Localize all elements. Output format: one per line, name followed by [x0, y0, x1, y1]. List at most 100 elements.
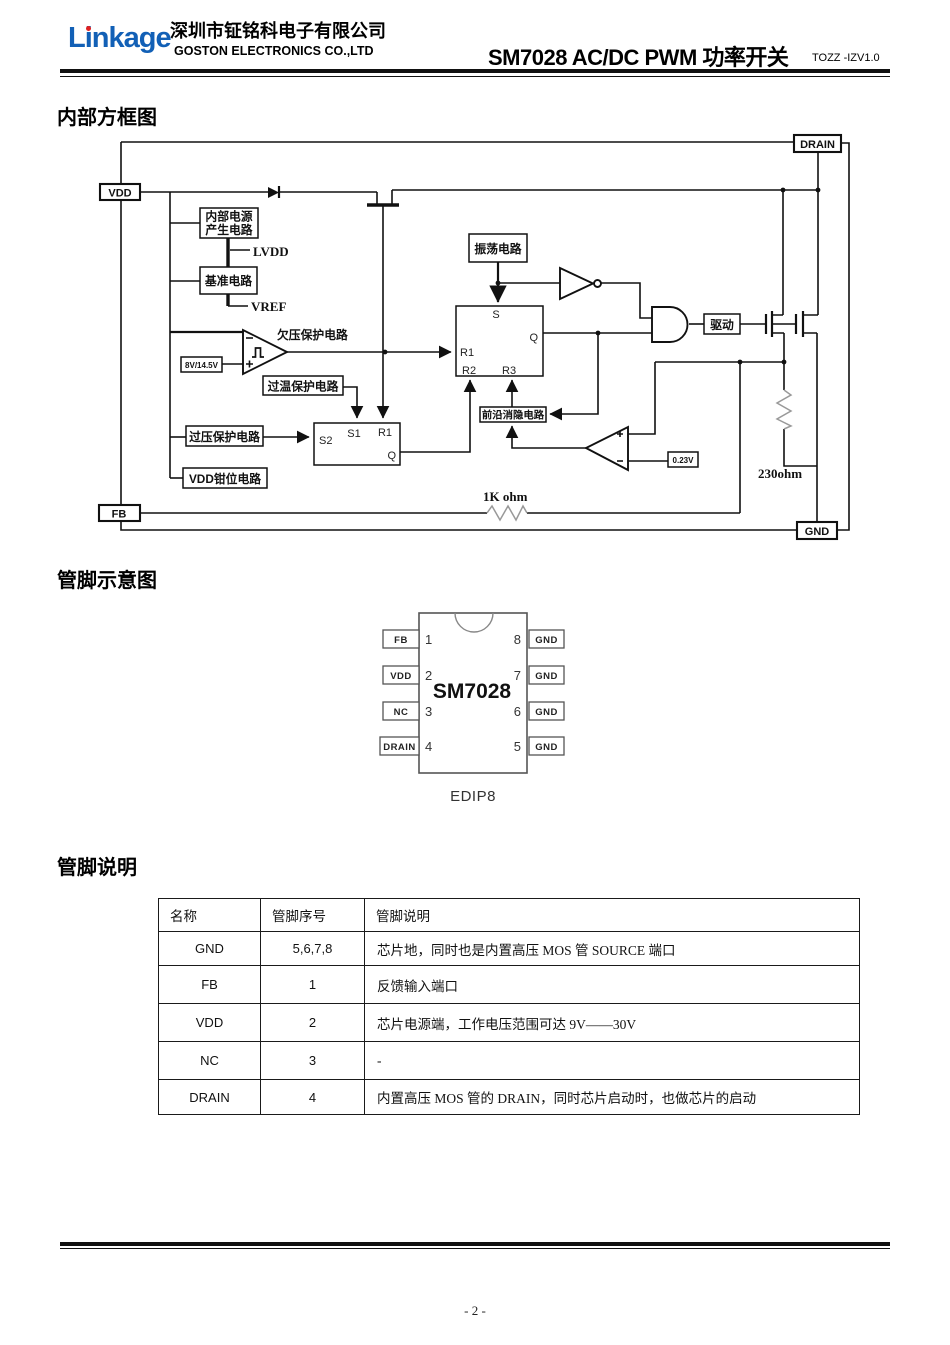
port-vdd: VDD — [98, 182, 142, 202]
uvlo-label: 欠压保护电路 — [277, 328, 348, 342]
uvlo-threshold-label: 8V/14.5V — [185, 361, 219, 370]
latch-main: S Q R1 R2 R3 — [455, 305, 544, 377]
driver-label: 驱动 — [710, 318, 734, 332]
logo-red-dot-icon — [86, 26, 91, 31]
port-drain-label: DRAIN — [800, 139, 835, 151]
pin-desc: 反馈输入端口 — [364, 965, 860, 1004]
pin-description-table: 名称 管脚序号 管脚说明 GND 5,6,7,8 芯片地，同时也是内置高压 MO… — [158, 898, 860, 1115]
pin-label: GND — [535, 707, 558, 718]
block-vdd-clamp: VDD钳位电路 — [182, 467, 268, 489]
table-row: NC 3 - — [158, 1041, 860, 1080]
pin-left-2: VDD 2 — [382, 665, 432, 685]
pin-numbers: 5,6,7,8 — [260, 931, 365, 966]
diode — [268, 186, 281, 198]
lvdd-label: LVDD — [253, 244, 289, 259]
pin-left-1: FB 1 — [382, 629, 432, 649]
company-name-en: GOSTON ELECTRONICS CO.,LTD — [174, 44, 374, 58]
latch-prot-q: Q — [387, 450, 396, 462]
pin-numbers: 4 — [260, 1079, 365, 1115]
reference-label: 基准电路 — [204, 274, 252, 288]
otp-label: 过温保护电路 — [268, 380, 339, 394]
latch-prot-r1: R1 — [378, 427, 392, 439]
pin-number: 2 — [425, 668, 432, 683]
port-gnd: GND — [795, 520, 839, 541]
latch-main-r2: R2 — [462, 365, 476, 377]
section-pinout-heading: 管脚示意图 — [57, 570, 157, 592]
hysteresis-icon — [252, 347, 264, 358]
pin-left-4: DRAIN 4 — [379, 736, 432, 756]
leb-label: 前沿消隐电路 — [482, 409, 545, 422]
pin-number: 4 — [425, 739, 432, 754]
package-name: EDIP8 — [450, 788, 496, 805]
pin-label: NC — [394, 707, 409, 718]
pinout-diagram: SM7028 FB 1 VDD 2 NC 3 DRAIN 4 — [379, 612, 565, 805]
pin-numbers: 3 — [260, 1041, 365, 1080]
block-ovp: 过压保护电路 — [185, 425, 264, 447]
table-row: VDD 2 芯片电源端，工作电压范围可达 9V——30V — [158, 1003, 860, 1042]
pin-number: 6 — [514, 704, 521, 719]
table-row: FB 1 反馈输入端口 — [158, 965, 860, 1004]
pin-numbers: 2 — [260, 1003, 365, 1042]
current-sense-comparator — [583, 425, 629, 472]
section-block-diagram-heading: 内部方框图 — [57, 107, 157, 129]
latch-prot-s1: S1 — [347, 428, 360, 440]
table-row: DRAIN 4 内置高压 MOS 管的 DRAIN，同时芯片启动时，也做芯片的启… — [158, 1079, 860, 1115]
port-fb-label: FB — [112, 509, 127, 521]
pin-label: DRAIN — [383, 742, 416, 753]
pin-number: 7 — [514, 668, 521, 683]
col-header-pin: 管脚序号 — [260, 898, 365, 932]
cs-ref-label: 0.23V — [673, 456, 695, 465]
vref-label: VREF — [251, 299, 286, 314]
latch-main-s: S — [492, 309, 499, 321]
block-otp: 过温保护电路 — [262, 375, 344, 396]
pin-label: GND — [535, 742, 558, 753]
latch-prot-s2: S2 — [319, 435, 332, 447]
vdd-clamp-label: VDD钳位电路 — [189, 472, 261, 486]
footer-rule-thin — [60, 1247, 890, 1249]
r-fb-label: 1K ohm — [483, 489, 528, 504]
package-outline — [418, 612, 528, 774]
port-vdd-label: VDD — [108, 188, 131, 200]
signal-arrows — [263, 206, 599, 453]
block-internal-power: 内部电源 产生电路 — [199, 207, 259, 239]
col-header-name: 名称 — [158, 898, 261, 932]
internal-power-label-2: 产生电路 — [205, 223, 252, 237]
pin-number: 1 — [425, 632, 432, 647]
wires — [120, 141, 850, 531]
pin-numbers: 1 — [260, 965, 365, 1004]
ovp-label: 过压保护电路 — [189, 430, 260, 444]
pin-label: VDD — [390, 671, 412, 682]
pin-number: 3 — [425, 704, 432, 719]
part-number: SM7028 — [433, 680, 512, 703]
port-fb: FB — [97, 503, 142, 523]
resistor-1k — [486, 504, 528, 522]
pin-name: FB — [158, 965, 261, 1004]
block-reference: 基准电路 — [199, 266, 258, 295]
internal-power-label-1: 内部电源 — [205, 210, 252, 224]
pin-desc: - — [364, 1041, 860, 1080]
pin-desc: 芯片地，同时也是内置高压 MOS 管 SOURCE 端口 — [364, 931, 860, 966]
block-cs-ref: 0.23V — [667, 451, 699, 468]
pin-number: 8 — [514, 632, 521, 647]
block-oscillator: 振荡电路 — [468, 233, 528, 263]
port-drain: DRAIN — [792, 133, 843, 154]
linkage-logo: Linkage — [68, 22, 172, 54]
latch-protection: S2 S1 R1 Q — [313, 422, 401, 466]
page-number: - 2 - — [464, 1303, 486, 1318]
col-header-desc: 管脚说明 — [364, 898, 860, 932]
section-pin-description-heading: 管脚说明 — [57, 857, 137, 879]
uvlo-comparator — [242, 328, 290, 376]
pin-name: GND — [158, 931, 261, 966]
r-cs-label: 230ohm — [758, 466, 802, 481]
junction-dots — [382, 187, 821, 365]
inverter-gate — [559, 266, 602, 301]
footer-rule-thick — [60, 1242, 890, 1246]
block-uvlo-threshold: 8V/14.5V — [180, 356, 223, 373]
pin-desc: 内置高压 MOS 管的 DRAIN，同时芯片启动时，也做芯片的启动 — [364, 1079, 860, 1115]
pin-desc: 芯片电源端，工作电压范围可达 9V——30V — [364, 1003, 860, 1042]
latch-main-r1: R1 — [460, 347, 474, 359]
table-row: GND 5,6,7,8 芯片地，同时也是内置高压 MOS 管 SOURCE 端口 — [158, 931, 860, 966]
pin-right-7: GND 7 — [514, 665, 565, 685]
